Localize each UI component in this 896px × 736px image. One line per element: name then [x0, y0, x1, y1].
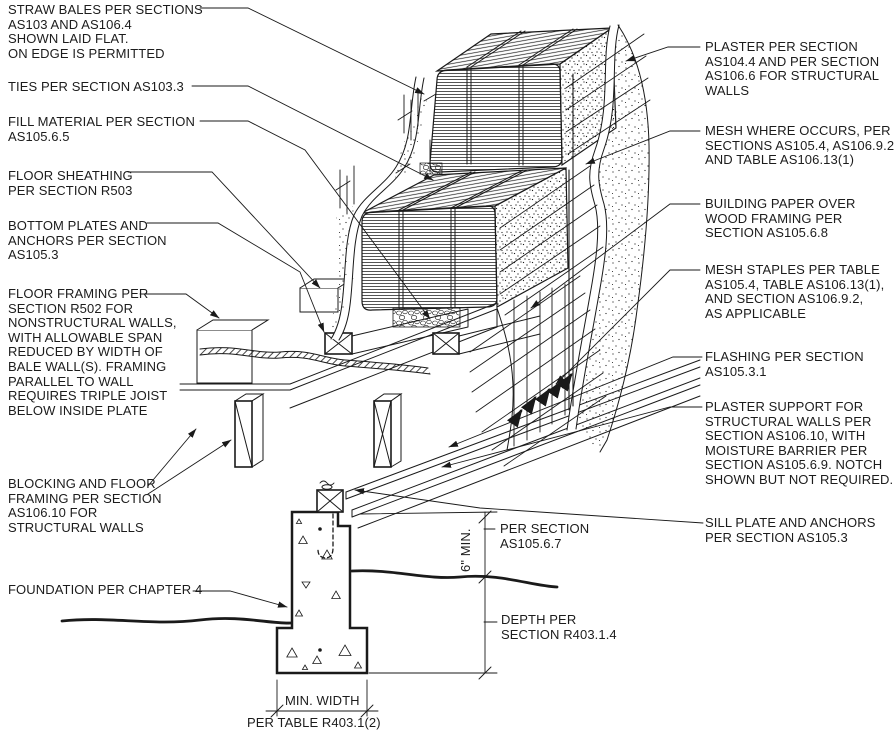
foundation-group: [60, 359, 701, 675]
label-mesh-staples: MESH STAPLES PER TABLE AS105.4, TABLE AS…: [705, 262, 885, 321]
leader-ties: [191, 85, 434, 181]
blocking-left: [234, 393, 265, 468]
leader-straw-bales: [199, 7, 425, 95]
label-per-section-as105-6-7: PER SECTION AS105.6.7: [500, 521, 590, 551]
leader-mesh: [585, 130, 701, 165]
bale-ties: [466, 28, 578, 166]
label-six-inch-min: 6" MIN.: [458, 528, 473, 572]
label-sill-plate: SILL PLATE AND ANCHORS PER SECTION AS105…: [705, 515, 876, 545]
anchor-bolt: [317, 499, 334, 559]
leader-sill-plate: [354, 488, 704, 524]
label-floor-framing: FLOOR FRAMING PER SECTION R502 FOR NONST…: [8, 286, 177, 418]
building-paper-line: [566, 25, 611, 431]
label-foundation: FOUNDATION PER CHAPTER 4: [8, 582, 203, 597]
label-mesh: MESH WHERE OCCURS, PER SECTIONS AS105.4,…: [705, 123, 895, 168]
mesh-grid: [469, 33, 651, 467]
grade-line-right: [350, 569, 559, 589]
leader-bottom-plates: [146, 222, 325, 333]
leader-plaster: [625, 46, 701, 62]
leader-flashing: [448, 356, 703, 448]
straw-bale-lower: [361, 167, 569, 311]
label-building-paper: BUILDING PAPER OVER WOOD FRAMING PER SEC…: [705, 196, 856, 241]
plaster-support-board: [345, 359, 701, 529]
label-per-table: PER TABLE R403.1(2): [247, 715, 381, 730]
leader-blocking-2: [147, 439, 232, 495]
fill-material-gravel: [392, 307, 461, 328]
bale-ties: [398, 169, 528, 309]
leader-plaster-support: [441, 406, 703, 468]
foundation-footing: [275, 510, 369, 675]
leader-blocking-1: [147, 428, 197, 487]
leader-floor-framing: [139, 293, 220, 319]
label-plaster-support: PLASTER SUPPORT FOR STRUCTURAL WALLS PER…: [705, 399, 894, 487]
label-blocking: BLOCKING AND FLOOR FRAMING PER SECTION A…: [8, 476, 162, 535]
label-bottom-plates: BOTTOM PLATES AND ANCHORS PER SECTION AS…: [8, 218, 167, 263]
label-depth: DEPTH PER SECTION R403.1.4: [501, 612, 617, 642]
straw-bale-upper: [429, 26, 617, 173]
label-fill-material: FILL MATERIAL PER SECTION AS105.6.5: [8, 114, 195, 144]
leader-lines: [127, 7, 704, 608]
label-min-width: MIN. WIDTH: [285, 693, 360, 708]
leader-floor-sheathing: [127, 171, 321, 289]
label-plaster: PLASTER PER SECTION AS104.4 AND PER SECT…: [705, 39, 880, 98]
bottom-plate-right: [432, 315, 541, 355]
label-floor-sheathing: FLOOR SHEATHING PER SECTION R503: [8, 168, 133, 198]
label-ties: TIES PER SECTION AS103.3: [8, 79, 184, 94]
sill-plate: [316, 480, 344, 513]
leader-mesh-staples: [555, 269, 701, 385]
plaster-outer-edge: [599, 24, 650, 453]
mesh-wisps: [335, 89, 437, 215]
leader-foundation: [192, 590, 288, 608]
leader-building-paper: [530, 203, 701, 309]
blocking-right: [373, 393, 403, 468]
grade-line-left: [60, 617, 293, 625]
dimension-lines: [265, 510, 498, 718]
label-flashing: FLASHING PER SECTION AS105.3.1: [705, 349, 864, 379]
leader-fill-material: [199, 120, 431, 320]
label-straw-bales: STRAW BALES PER SECTIONS AS103 AND AS106…: [8, 2, 203, 61]
